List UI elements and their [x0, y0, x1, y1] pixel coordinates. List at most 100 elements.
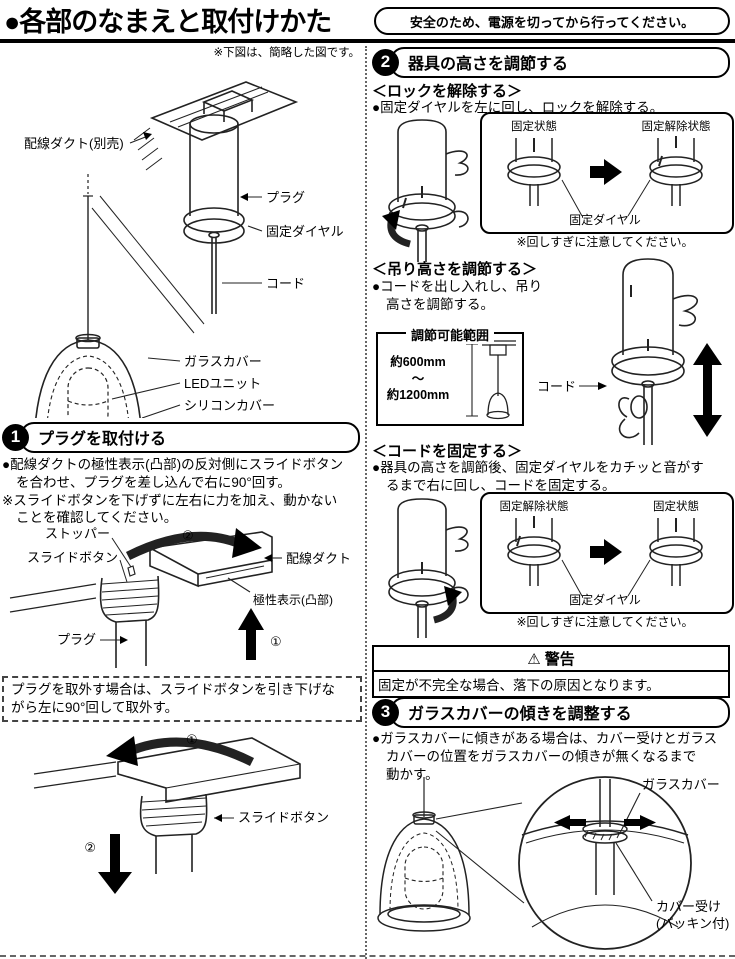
- step2-number: 2: [372, 48, 399, 76]
- warning-body: 固定が不完全な場合、落下の原因となります。: [378, 678, 660, 693]
- lock-note: ※回しすぎに注意してください。: [516, 615, 694, 629]
- lock-body-line2: るまで右に回し、コードを固定する。: [386, 477, 616, 493]
- rotate-arrowhead-icon: [106, 736, 138, 766]
- step2-title: 器具の高さを調節する: [390, 46, 730, 78]
- adjust-body: ●コードを出し入れし、吊り 高さを調節する。: [372, 278, 572, 314]
- range-max: 約1200mm: [386, 388, 450, 403]
- left-arrow-icon: [554, 815, 570, 830]
- step2-header: 2 器具の高さを調節する: [372, 46, 730, 78]
- label-arrow1: ①: [270, 634, 282, 649]
- step1-body-line1: ●配線ダクトの極性表示(凸部)の反対側にスライドボタン: [2, 457, 344, 472]
- label-dial: 固定ダイヤル: [266, 224, 344, 239]
- label-duct2: 配線ダクト: [286, 551, 351, 566]
- step1-diagram: ストッパー スライドボタン 配線ダクト 極性表示(凸部) プラグ ② ①: [9, 526, 351, 668]
- lock-body: ●器具の高さを調節後、固定ダイヤルをカチッと音がす るまで右に回し、コードを固定…: [372, 459, 732, 495]
- range-values: 約600mm ～ 約1200mm: [378, 354, 458, 405]
- unlock-heading: ＜ロックを解除する＞: [372, 83, 523, 100]
- label-plug2: プラグ: [57, 632, 96, 647]
- lock-heading: ＜コードを固定する＞: [372, 443, 523, 460]
- parts-diagram: 配線ダクト(別売) プラグ 固定ダイヤル コード ガラスカバー LEDユニット …: [24, 81, 344, 418]
- removal-line1: プラグを取外す場合は、スライドボタンを引き下げな: [11, 682, 335, 697]
- label-duct: 配線ダクト(別売): [24, 136, 124, 151]
- label-arrow1: ①: [186, 732, 198, 747]
- removal-line2: がら左に90°回して取外す。: [11, 700, 179, 716]
- adjust-heading: ＜吊り高さを調節する＞: [372, 261, 538, 278]
- leader-arrow-icon: [240, 193, 248, 201]
- unlock-hand-diagram: [382, 119, 469, 262]
- lock-hand-diagram: [388, 498, 469, 638]
- warning-box: ⚠ 警告 固定が不完全な場合、落下の原因となります。: [372, 645, 730, 698]
- adjust-body-line1: ●コードを出し入れし、吊り: [372, 279, 543, 294]
- right-arrow-icon: [640, 815, 656, 830]
- step3-body: ●ガラスカバーに傾きがある場合は、カバー受けとガラス カバーの位置をガラスカバー…: [372, 730, 732, 783]
- cord-adjust-diagram: コード: [537, 258, 722, 445]
- step3-body-line2: カバーの位置をガラスカバーの傾きが無くなるまで: [386, 748, 697, 764]
- unlock-state-drawing: 固定状態 固定解除状態 固定ダイヤル: [507, 119, 711, 227]
- label-cover-seat: カバー受け: [656, 899, 721, 914]
- step1-number: 1: [2, 423, 29, 451]
- step1-note-line1: ※スライドボタンを下げずに左右に力を加え、動かない: [2, 492, 338, 508]
- step3-body-line1: ●ガラスカバーに傾きがある場合は、カバー受けとガラス: [372, 731, 718, 746]
- label-arrow2: ②: [182, 528, 194, 543]
- step3-body-line3: 動かす。: [386, 766, 439, 782]
- page-title: ●各部のなまえと取付けかた: [4, 7, 332, 37]
- unlock-state-box: 固定状態 固定解除状態 固定ダイヤル: [480, 112, 734, 234]
- down-arrow-icon: [98, 872, 132, 894]
- adjust-body-line2: 高さを調節する。: [386, 296, 494, 312]
- leader-arrow-icon: [143, 132, 152, 140]
- state-right-label: 固定解除状態: [642, 119, 711, 133]
- right-arrow-icon: [590, 159, 622, 185]
- step3-title: ガラスカバーの傾きを調整する: [390, 696, 730, 728]
- bottom-divider: [0, 955, 735, 957]
- step1-note-line2: ことを確認してください。: [16, 510, 178, 526]
- removal-diagram: ① ② スライドボタン: [33, 732, 329, 894]
- right-arrow-icon: [590, 539, 622, 565]
- removal-note-box: プラグを取外す場合は、スライドボタンを引き下げな がら左に90°回して取外す。: [2, 676, 362, 723]
- label-cord: コード: [266, 276, 305, 291]
- lock-state-drawing: 固定解除状態 固定状態 固定ダイヤル: [500, 499, 703, 607]
- label-polarity: 極性表示(凸部): [253, 592, 333, 607]
- label-glass-cover2: ガラスカバー: [642, 777, 720, 792]
- step3-number: 3: [372, 698, 399, 726]
- step1-title: プラグを取付ける: [20, 421, 360, 453]
- unlock-note: ※回しすぎに注意してください。: [516, 235, 694, 249]
- label-slide-button2: スライドボタン: [238, 810, 329, 825]
- rotate-arrowhead-icon: [232, 528, 262, 558]
- range-tilde: ～: [411, 371, 425, 386]
- up-arrow-icon: [693, 343, 722, 365]
- range-min: 約600mm: [390, 354, 446, 369]
- label-stopper: ストッパー: [45, 526, 110, 541]
- up-arrow-icon: [238, 608, 264, 630]
- state-left-label: 固定解除状態: [500, 499, 569, 513]
- unlock-body: ●固定ダイヤルを左に回し、ロックを解除する。: [372, 100, 664, 115]
- label-arrow2: ②: [84, 840, 96, 855]
- safety-note: 安全のため、電源を切ってから行ってください。: [374, 7, 730, 35]
- state-left-label: 固定状態: [511, 119, 557, 133]
- label-plug: プラグ: [266, 190, 305, 205]
- step1-body: ●配線ダクトの極性表示(凸部)の反対側にスライドボタン を合わせ、プラグを差し込…: [2, 456, 362, 527]
- diagram-note: ※下図は、簡略した図です。: [213, 47, 360, 59]
- range-box: 調節可能範囲 約600mm ～ 約1200mm: [376, 325, 524, 426]
- label-led-unit: LEDユニット: [184, 376, 261, 391]
- range-title: 調節可能範囲: [405, 325, 495, 344]
- column-divider: [365, 46, 367, 959]
- step1-header: 1 プラグを取付ける: [2, 421, 360, 453]
- label-glass-cover: ガラスカバー: [184, 354, 262, 369]
- step1-body-line2: を合わせ、プラグを差し込んで右に90°回す。: [16, 474, 291, 490]
- label-cord2: コード: [537, 379, 576, 394]
- step3-header: 3 ガラスカバーの傾きを調整する: [372, 696, 730, 728]
- dial-label: 固定ダイヤル: [569, 592, 641, 607]
- lock-state-box: 固定解除状態 固定状態 固定ダイヤル: [480, 492, 734, 614]
- title-rule: [0, 39, 735, 43]
- state-right-label: 固定状態: [653, 499, 699, 513]
- label-cover-seat-note: (パッキン付): [656, 916, 729, 931]
- down-arrow-icon: [693, 415, 722, 437]
- rotate-right-arrow-icon: [125, 531, 242, 561]
- lock-body-line1: ●器具の高さを調節後、固定ダイヤルをカチッと音がす: [372, 460, 704, 475]
- range-mini-lamp: [466, 340, 516, 420]
- dial-label: 固定ダイヤル: [569, 212, 641, 227]
- rotate-left-arrow-icon: [126, 737, 255, 767]
- label-slide-button: スライドボタン: [27, 550, 118, 565]
- warning-title: ⚠ 警告: [374, 647, 728, 672]
